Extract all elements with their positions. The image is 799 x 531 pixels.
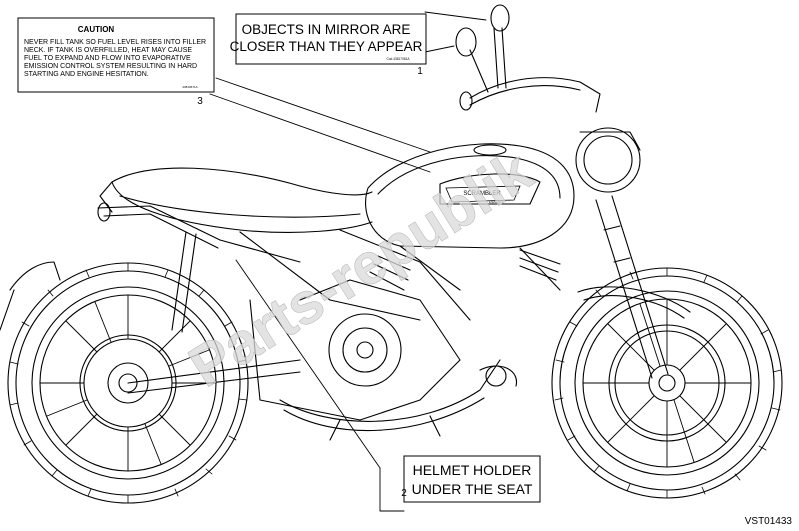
front-fork — [577, 195, 691, 379]
mirror-line-1: OBJECTS IN MIRROR ARE — [242, 22, 411, 37]
caution-decal: CAUTION NEVER FILL TANK SO FUEL LEVEL RI… — [17, 17, 215, 93]
caution-line-5: STARTING AND ENGINE HESITATION. — [24, 71, 149, 78]
motorcycle-illustration — [0, 4, 783, 512]
caution-code: 43810671A — [182, 85, 197, 89]
watermark: Parts-republik — [178, 138, 544, 400]
caution-line-1: NEVER FILL TANK SO FUEL LEVEL RISES INTO… — [24, 39, 206, 46]
rear-wheel — [7, 262, 249, 504]
helmet-line-1: HELMET HOLDER — [413, 462, 532, 478]
fuel-tank — [365, 143, 575, 249]
caution-title: CAUTION — [78, 25, 115, 34]
mirror-decal: OBJECTS IN MIRROR ARE CLOSER THAN THEY A… — [230, 13, 427, 65]
callout-1: 1 — [417, 66, 423, 77]
front-wheel — [551, 267, 783, 499]
handlebar-assembly — [455, 4, 641, 193]
caution-line-2: NECK. IF TANK IS OVERFILLED, HEAT MAY CA… — [24, 47, 192, 54]
leader-lines — [209, 11, 487, 512]
drawing-code: VST01433 — [745, 516, 793, 527]
mirror-line-2: CLOSER THAN THEY APPEAR — [230, 39, 423, 54]
helmet-holder-decal: HELMET HOLDER UNDER THE SEAT — [403, 455, 541, 503]
frame-and-engine — [0, 202, 561, 441]
caution-line-4: EMISSION CONTROL SYSTEM RESULTING IN HAR… — [24, 63, 197, 70]
callout-2: 2 — [401, 488, 407, 499]
tank-badge: SCRAMBLER DUCATI — [445, 185, 521, 204]
caution-line-3: FUEL TO EXPAND AND FLOW INTO EVAPORATIVE — [24, 55, 191, 62]
tank-badge-line1: SCRAMBLER — [463, 191, 501, 197]
callout-3: 3 — [197, 96, 203, 107]
tank-badge-line2: DUCATI — [489, 199, 504, 204]
helmet-line-2: UNDER THE SEAT — [412, 481, 533, 497]
mirror-code: Cod.43817081A — [386, 57, 410, 61]
seat — [99, 167, 373, 233]
